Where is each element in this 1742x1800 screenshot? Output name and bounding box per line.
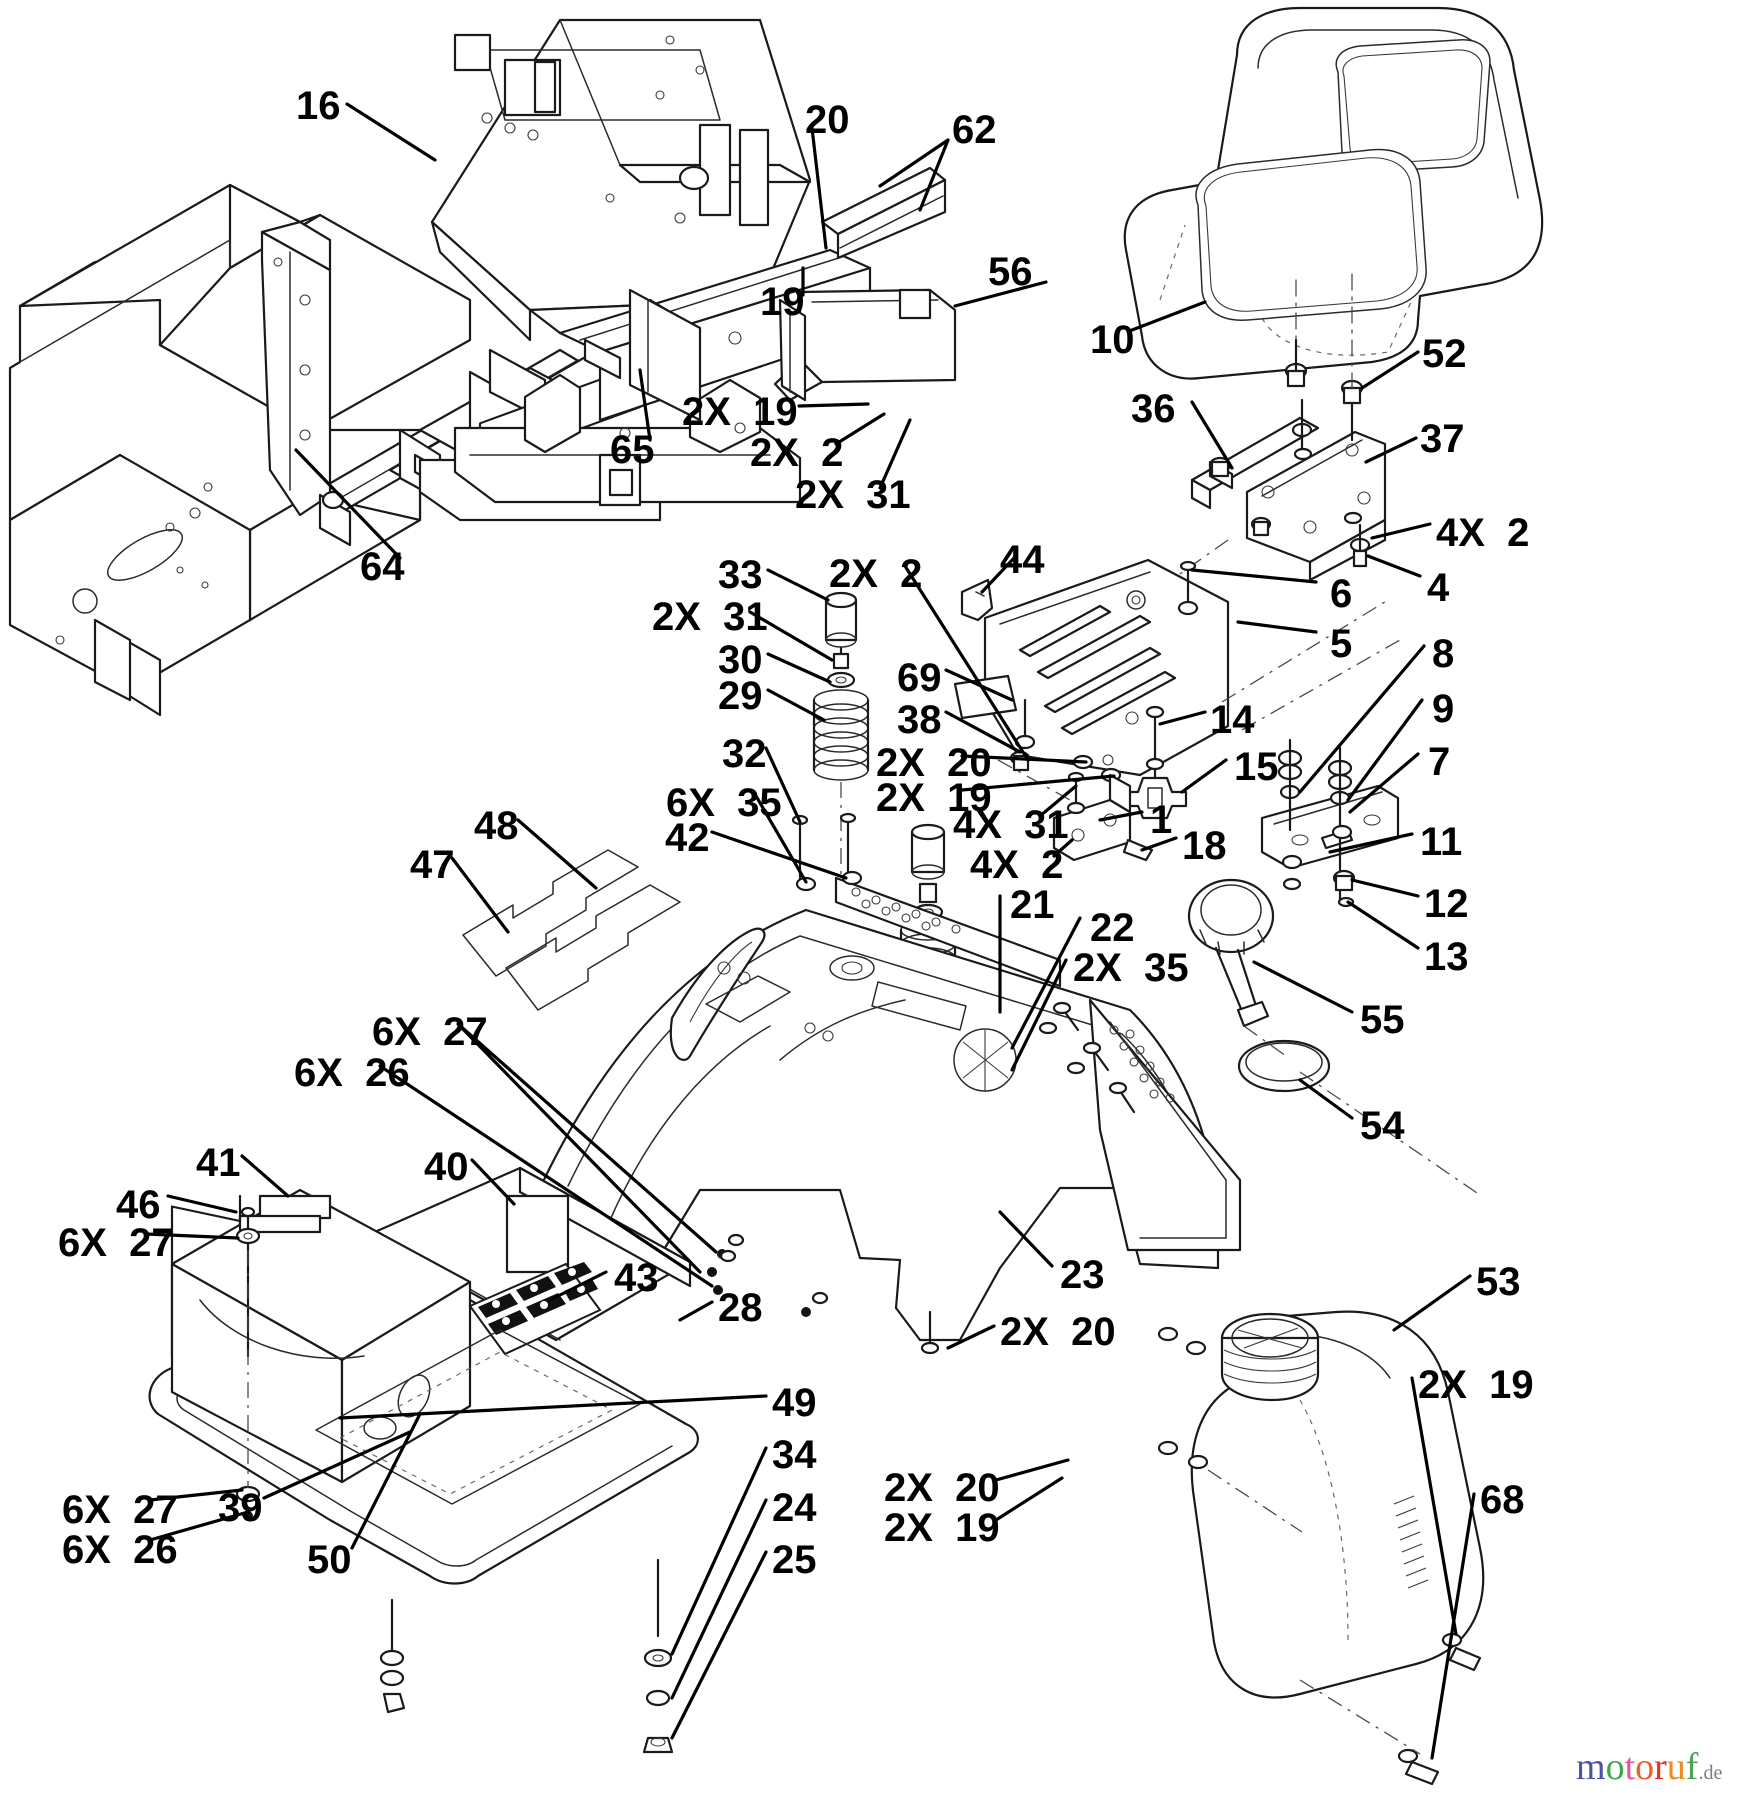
callout-6: 6 [1330,572,1353,616]
watermark-letter: u [1666,1746,1686,1788]
callout-38: 38 [897,698,942,742]
callout-2x-20-b: 2X 20 [1000,1310,1116,1354]
frame-chassis-group [8,18,872,717]
callout-53: 53 [1476,1260,1521,1304]
callout-2x-2-b: 2X 2 [829,552,923,596]
callout-34: 34 [772,1433,817,1477]
spring-assembly-left [812,591,870,880]
callout-56: 56 [988,250,1033,294]
callout-4x-2-a: 4X 2 [1436,511,1530,555]
watermark-letter: t [1624,1746,1636,1788]
callout-39: 39 [218,1486,263,1530]
callout-11: 11 [1420,820,1463,864]
callout-36: 36 [1131,387,1176,431]
callout-12: 12 [1424,882,1469,926]
callout-1: 1 [1150,798,1173,842]
callout-49: 49 [772,1381,817,1425]
callout-15: 15 [1234,745,1279,789]
callout-42: 42 [665,816,710,860]
callout-69: 69 [897,656,942,700]
watermark-suffix: .de [1698,1762,1723,1784]
callout-6x-26-b: 6X 26 [62,1528,178,1572]
callout-44: 44 [1000,538,1045,582]
fender-bracket-hardware-group [1241,639,1401,908]
callout-2x-2-a: 2X 2 [750,431,844,475]
callout-54: 54 [1360,1104,1405,1148]
callout-30: 30 [718,638,763,682]
callout-9: 9 [1432,687,1455,731]
site-watermark: motoruf.de [1576,1748,1722,1786]
callout-2x-19-c: 2X 19 [1418,1363,1534,1407]
callout-2x-19-a: 2X 19 [682,390,798,434]
watermark-letter: o [1635,1746,1655,1788]
callout-24: 24 [772,1486,817,1530]
watermark-letter: o [1605,1746,1625,1788]
callout-29: 29 [718,674,763,718]
callout-14: 14 [1210,698,1255,742]
leader-lines [144,102,1476,1760]
callout-2x-19-d: 2X 19 [884,1506,1000,1550]
callout-22: 22 [1090,906,1135,950]
callout-6x-27-c: 6X 27 [62,1488,178,1532]
callout-5: 5 [1330,622,1353,666]
callout-4x-31: 4X 31 [953,803,1069,847]
fuel-cap-group [1187,878,1481,1196]
callout-19-a: 19 [760,280,805,324]
callout-10: 10 [1090,318,1135,362]
callout-50: 50 [307,1538,352,1582]
callout-6x-27-a: 6X 27 [372,1010,488,1054]
callout-21: 21 [1010,883,1055,927]
callout-16: 16 [296,84,341,128]
callout-2x-31-a: 2X 31 [795,473,911,517]
callout-6x-35: 6X 35 [666,781,782,825]
callout-6x-27-b: 6X 27 [58,1221,174,1265]
callout-48: 48 [474,804,519,848]
callout-32: 32 [722,732,767,776]
callout-37: 37 [1420,417,1465,461]
callout-64: 64 [360,545,405,589]
decal-pads-group [462,849,681,1011]
callout-23: 23 [1060,1253,1105,1297]
callout-2x-31-b: 2X 31 [652,595,768,639]
decal-strips-and-plate-group [773,166,957,402]
fuel-tank-group [1157,1310,1485,1786]
callout-47: 47 [410,843,455,887]
callout-46: 46 [116,1183,161,1227]
callout-41: 41 [196,1141,241,1185]
callout-2x-20-c: 2X 20 [884,1466,1000,1510]
callout-8: 8 [1432,632,1455,676]
latch-knob-group [1122,705,1188,820]
callout-13: 13 [1424,935,1469,979]
watermark-letter: r [1654,1746,1667,1788]
callout-28: 28 [718,1286,763,1330]
seat-mount-group [1131,273,1387,609]
callout-20: 20 [805,98,850,142]
callout-68: 68 [1480,1478,1525,1522]
callout-65: 65 [610,428,655,472]
watermark-letter: m [1576,1746,1606,1788]
callout-2x-19-b: 2X 19 [876,776,992,820]
main-fender-body [538,812,1242,1355]
callout-25: 25 [772,1538,817,1582]
callout-6x-26-a: 6X 26 [294,1051,410,1095]
callout-2x-20-a: 2X 20 [876,741,992,785]
callout-62: 62 [952,108,997,152]
callout-52: 52 [1422,332,1467,376]
callout-43: 43 [614,1256,659,1300]
callout-40: 40 [424,1145,469,1189]
callout-7: 7 [1428,740,1451,784]
callout-4: 4 [1427,566,1450,610]
small-bracket-group [1052,771,1154,862]
callout-55: 55 [1360,998,1405,1042]
callout-4x-2-b: 4X 2 [970,843,1064,887]
callout-2x-35: 2X 35 [1073,946,1189,990]
callout-33: 33 [718,553,763,597]
seat-group [1123,6,1544,380]
lower-footrest-group [148,1166,829,1754]
callout-18: 18 [1182,824,1227,868]
watermark-letter: f [1685,1746,1699,1788]
